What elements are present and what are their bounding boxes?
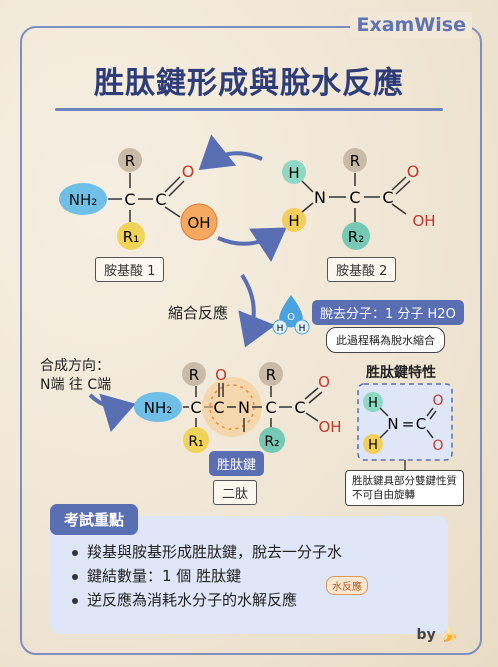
p-alpha-c2: C <box>265 398 276 417</box>
peptide-bond-label: 胜肽鍵 <box>209 451 265 476</box>
peptide-bond-structure: H H N = C O O <box>363 392 444 454</box>
exchange-arrow-bottom <box>217 227 287 262</box>
svg-text:O: O <box>432 438 443 454</box>
p-r1-bubble <box>183 427 209 453</box>
exam-heading: 考試重點 <box>50 504 139 535</box>
water-removed-badge: 脫去分子：1 分子 H2O <box>312 300 464 325</box>
m1-oh-bubble <box>180 203 218 241</box>
m2-r2-bubble <box>342 222 370 250</box>
p-o2: O <box>318 373 330 391</box>
dipeptide: NH₂ C R R₁ C N O C R R₂ <box>134 362 342 453</box>
m1-alpha-c: C <box>124 190 135 209</box>
bullet-icon <box>72 573 78 580</box>
properties-note: 胜肽鍵具部分雙鍵性質 不可自由旋轉 <box>345 470 464 506</box>
bullet-icon <box>72 549 78 556</box>
m1-r1: R₁ <box>123 228 139 246</box>
m2-carbonyl-c: C <box>382 188 393 207</box>
m1-r1-bubble <box>117 222 145 250</box>
svg-text:N: N <box>387 415 398 433</box>
p-nh2-bubble <box>134 392 182 422</box>
byline: by 🍌 <box>416 627 458 643</box>
exam-point: 逆反應為消耗水分子的水解反應 <box>72 588 342 612</box>
exam-point: 羧基與胺基形成胜肽鍵，脫去一分子水 <box>72 540 342 564</box>
direction-line2: N端 往 C端 <box>40 377 112 393</box>
condensation-arrow <box>238 273 276 348</box>
m2-h-bottom: H <box>288 212 299 230</box>
p-alpha-c1: C <box>190 398 201 417</box>
dehydration-note: 此過程稱為脫水縮合 <box>326 327 445 353</box>
svg-text:O: O <box>287 312 295 323</box>
svg-text:H: H <box>368 438 378 453</box>
p-o1: O <box>215 366 227 384</box>
m2-h-top: H <box>288 164 299 182</box>
m2-r: R <box>350 152 360 170</box>
m1-r: R <box>125 152 135 170</box>
p-r2: R₂ <box>264 434 279 450</box>
title-underline <box>55 108 443 111</box>
hydrolysis-tag: 水反應 <box>326 576 368 595</box>
p-r2-bubble <box>259 427 285 453</box>
p-r-bubble <box>182 362 206 386</box>
m1-nh2: NH₂ <box>69 191 98 209</box>
water-molecule-icon: O H H <box>272 295 310 335</box>
p-oh: OH <box>318 418 341 436</box>
svg-text:H: H <box>368 396 378 411</box>
svg-text:O: O <box>432 393 443 409</box>
exam-points: 羧基與胺基形成胜肽鍵，脫去一分子水 鍵結數量：1 個 胜肽鍵 逆反應為消耗水分子… <box>72 540 342 612</box>
amino-acid-2-label: 胺基酸 2 <box>327 257 397 282</box>
m1-carbonyl-c: C <box>155 190 166 209</box>
m2-oh: OH <box>412 212 435 230</box>
p-r-bubble-2 <box>259 362 283 386</box>
m2-n: N <box>314 188 326 207</box>
page-frame <box>20 26 482 655</box>
exchange-arrow-top <box>198 134 263 170</box>
page-title: 胜肽鍵形成與脫水反應 <box>94 66 404 101</box>
p-r: R <box>189 366 199 384</box>
p-r-2: R <box>266 366 276 384</box>
exam-panel <box>50 516 448 634</box>
m2-h-bottom-bubble <box>282 208 306 232</box>
m2-r-bubble <box>343 148 367 172</box>
brand-logo: ExamWise <box>350 12 472 38</box>
p-peptide-c: C <box>213 398 224 417</box>
m2-o: O <box>407 162 420 181</box>
direction-line1: 合成方向： <box>40 358 110 374</box>
condensation-label: 縮合反應 <box>168 304 229 322</box>
bullet-icon <box>72 597 78 604</box>
nh2-bubble <box>59 183 107 215</box>
dipeptide-label: 二肽 <box>213 480 258 505</box>
m2-alpha-c: C <box>349 188 360 207</box>
svg-text:=: = <box>402 415 415 433</box>
m1-r-bubble <box>118 148 142 172</box>
m1-oh: OH <box>187 214 210 232</box>
m2-h-top-bubble <box>282 160 306 184</box>
m1-o: O <box>182 162 195 181</box>
svg-text:H: H <box>299 324 306 334</box>
amino-acid-2: H H N C C R R₂ O OH <box>282 148 436 250</box>
svg-text:H: H <box>277 324 284 334</box>
direction-arrow <box>88 393 136 433</box>
p-carbonyl-c: C <box>294 398 305 417</box>
svg-text:C: C <box>416 415 426 433</box>
p-r1: R₁ <box>188 434 203 450</box>
p-nh2: NH₂ <box>144 399 173 417</box>
amino-acid-1-label: 胺基酸 1 <box>95 257 165 282</box>
m2-r2: R₂ <box>348 228 364 246</box>
amino-acid-1: NH₂ C C R R₁ O OH <box>59 148 218 250</box>
properties-title: 胜肽鍵特性 <box>366 365 436 381</box>
exam-point: 鍵結數量：1 個 胜肽鍵 <box>72 564 342 588</box>
p-peptide-n: N <box>238 398 250 417</box>
